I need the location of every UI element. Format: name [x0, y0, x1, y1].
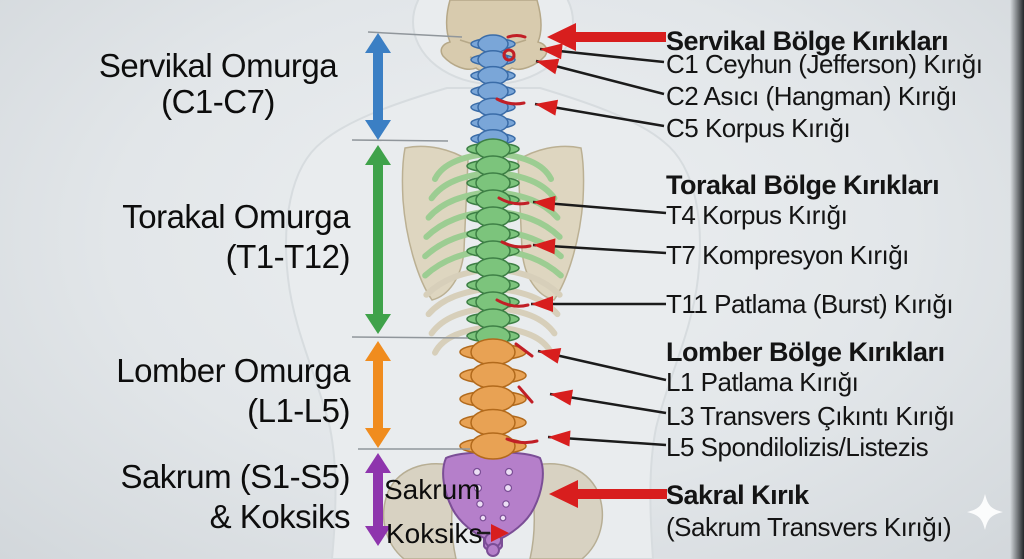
item-t7-fracture: T7 Kompresyon Kırığı	[666, 240, 909, 270]
header-sacral-fracture: Sakral Kırık	[666, 480, 809, 510]
vertebral-column	[459, 34, 527, 460]
cervical-region-line1: Servikal Omurga	[98, 47, 338, 84]
item-l5-fracture: L5 Spondilolizis/Listezis	[666, 432, 929, 462]
label-coccyx: Koksiks	[386, 518, 483, 549]
cervical-range-arrow-icon	[365, 33, 391, 140]
lumbar-region-line2: (L1-L5)	[247, 392, 350, 429]
lumbar-vertebra	[470, 361, 516, 390]
cervical-region-line2: (C1-C7)	[161, 83, 275, 120]
sacral-region-line1: Sakrum (S1-S5)	[120, 458, 350, 495]
cervical-header-arrow-icon	[547, 23, 666, 51]
label-thoracic-region: Torakal Omurga (T1-T12)	[20, 197, 350, 277]
coccyx-arrow-icon	[491, 524, 509, 542]
header-cervical-fractures: Servikal Bölge Kırıkları	[666, 26, 949, 56]
fracture-marks	[495, 34, 539, 445]
thoracic-region-line1: Torakal Omurga	[122, 198, 350, 235]
label-cervical-region: Servikal Omurga (C1-C7)	[50, 48, 386, 120]
label-sacral-region: Sakrum (S1-S5) & Koksiks	[20, 457, 350, 537]
header-thoracic-fractures: Torakal Bölge Kırıkları	[666, 170, 940, 200]
item-l1-fracture: L1 Patlama Kırığı	[666, 367, 859, 397]
lumbar-range-arrow-icon	[365, 341, 391, 448]
item-c1-fracture: C1 Ceyhun (Jefferson) Kırığı	[666, 49, 983, 79]
sacral-header-arrow-icon	[549, 480, 667, 508]
sparkle-icon	[967, 494, 1003, 530]
region-boundary-lines	[351, 31, 470, 450]
lumbar-vertebra	[470, 408, 516, 437]
right-edge-shading	[1010, 0, 1024, 559]
fracture-connector-lines	[477, 43, 667, 535]
thoracic-range-arrow-icon	[365, 145, 391, 334]
thoracic-region-line2: (T1-T12)	[225, 238, 351, 275]
item-t4-fracture: T4 Korpus Kırığı	[666, 200, 848, 230]
item-sacrum-transverse-fracture: (Sakrum Transvers Kırığı)	[666, 512, 952, 542]
lumbar-vertebra	[470, 385, 516, 413]
label-sacrum: Sakrum	[384, 474, 481, 505]
item-c5-fracture: C5 Korpus Kırığı	[666, 113, 851, 143]
sacrum-illustration	[442, 451, 544, 557]
header-lumbar-fractures: Lomber Bölge Kırıkları	[666, 337, 945, 367]
sacral-range-arrow-icon	[365, 453, 391, 546]
item-l3-fracture: L3 Transvers Çıkıntı Kırığı	[666, 401, 955, 431]
lumbar-vertebra	[470, 338, 516, 366]
label-lumbar-region: Lomber Omurga (L1-L5)	[20, 351, 350, 431]
sacral-region-line2: & Koksiks	[209, 498, 351, 535]
pelvis	[382, 463, 604, 559]
lumbar-vertebra	[470, 432, 516, 460]
lumbar-region-line1: Lomber Omurga	[116, 352, 350, 389]
sacral-foramina	[472, 467, 514, 522]
item-t11-fracture: T11 Patlama (Burst) Kırığı	[666, 289, 954, 319]
item-c2-fracture: C2 Asıcı (Hangman) Kırığı	[666, 81, 957, 111]
